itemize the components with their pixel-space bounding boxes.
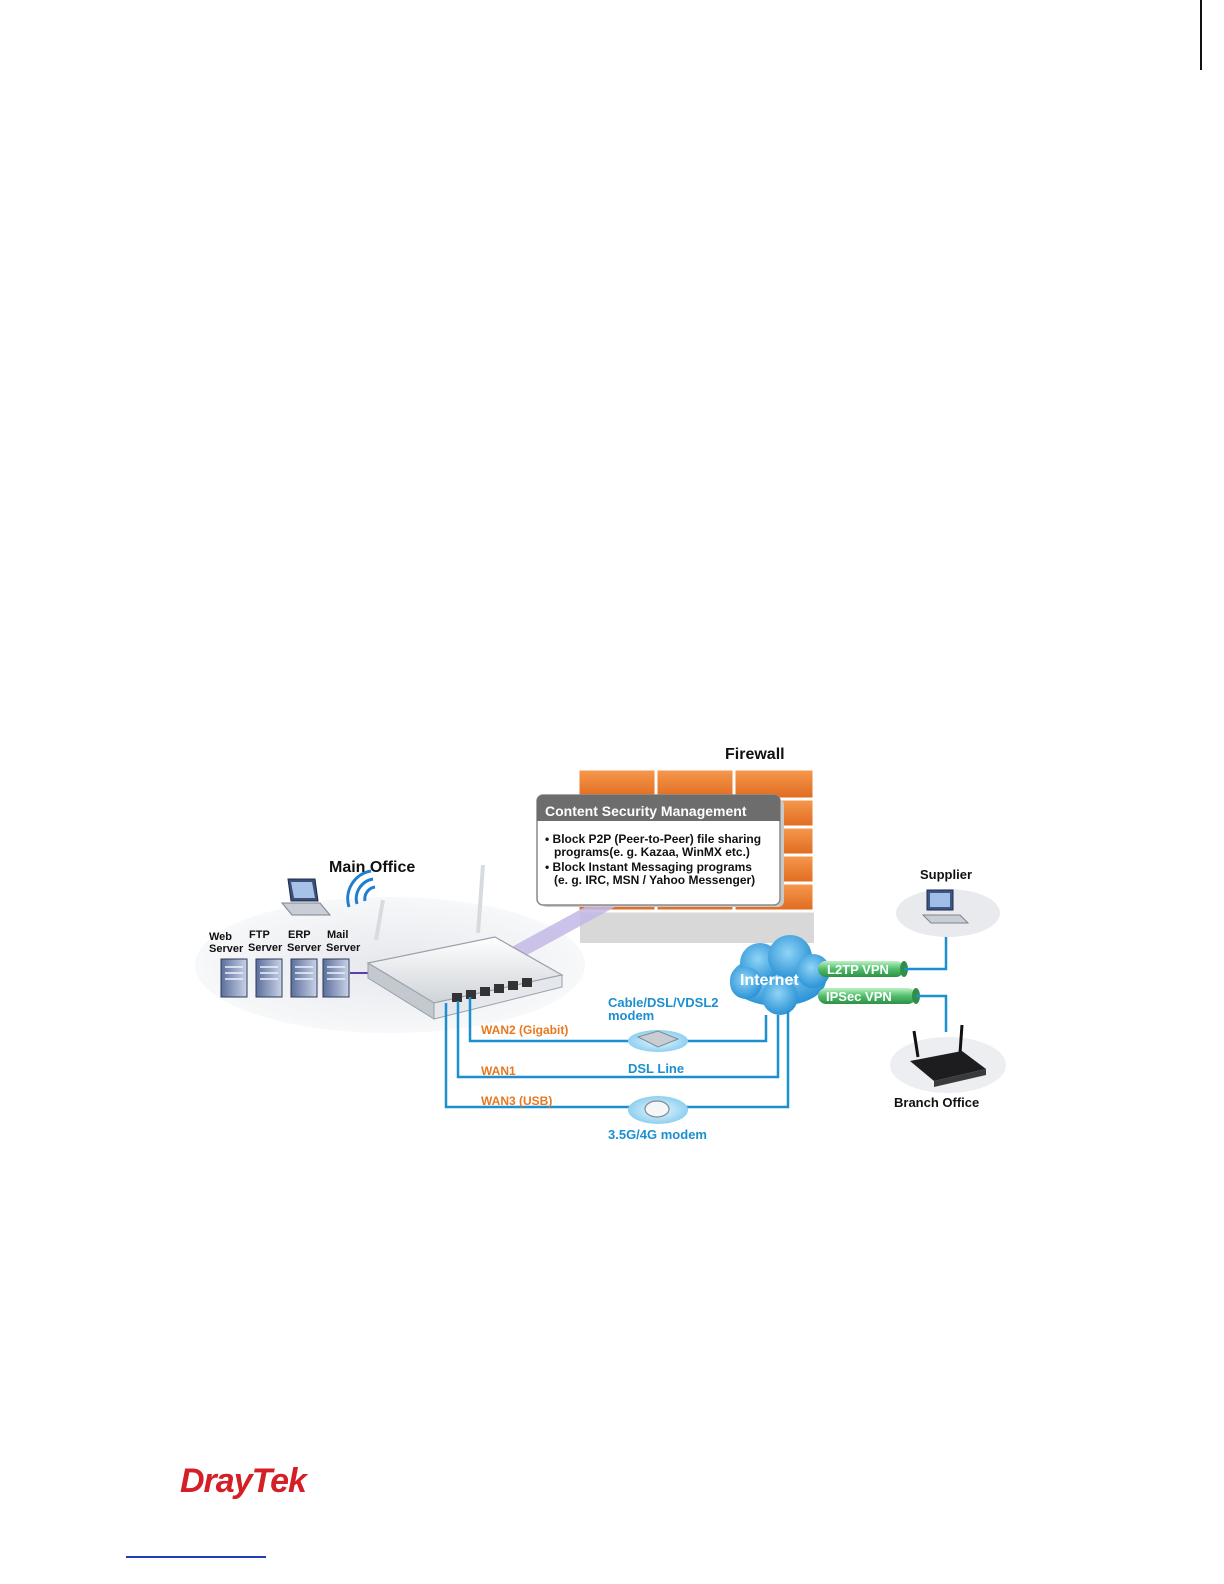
- branch-router-icon: [910, 1024, 986, 1087]
- csm-title: Content Security Management: [545, 803, 747, 819]
- wan1-label: WAN1: [481, 1064, 516, 1078]
- csm-bullet-2-line2: (e. g. IRC, MSN / Yahoo Messenger): [554, 873, 755, 887]
- mail-server-icon: [322, 958, 350, 998]
- ftp-server-icon: [255, 958, 283, 998]
- wan3-label: WAN3 (USB): [481, 1094, 552, 1108]
- cable-modem-icon: [628, 1030, 688, 1052]
- draytek-logo: DrayTek: [180, 1462, 307, 1500]
- wan1-link: [456, 1001, 780, 1079]
- csm-bullet-2: • Block Instant Messaging programs: [545, 860, 752, 874]
- supplier-link: [904, 935, 948, 971]
- wan2-link: [468, 997, 768, 1043]
- mail-server-label-2: Server: [326, 942, 361, 954]
- router-icon: [366, 864, 564, 1020]
- csm-bullet-2-line1: Block Instant Messaging programs: [553, 860, 753, 874]
- network-diagram-svg: Firewall Content Security Management • B…: [195, 746, 1006, 1142]
- web-server-label-2: Server: [209, 943, 244, 955]
- wan2-label: WAN2 (Gigabit): [481, 1023, 568, 1037]
- csm-bullet-1: • Block P2P (Peer-to-Peer) file sharing: [545, 832, 761, 846]
- internet-label: Internet: [740, 972, 799, 989]
- supplier-computer-icon: [921, 889, 970, 924]
- erp-server-label-1: ERP: [288, 929, 311, 941]
- web-server-label-1: Web: [209, 931, 232, 943]
- web-server-icon: [220, 958, 248, 998]
- ftp-server-label-1: FTP: [249, 929, 270, 941]
- dsl-line-label: DSL Line: [628, 1061, 684, 1076]
- branch-link: [916, 994, 948, 1032]
- mail-server-label-1: Mail: [327, 929, 348, 941]
- csm-box: [536, 794, 784, 907]
- branch-office-label: Branch Office: [894, 1095, 979, 1110]
- footer-rule: [126, 1556, 266, 1558]
- ipsec-vpn-label: IPSec VPN: [826, 989, 892, 1004]
- cable-modem-label-1: Cable/DSL/VDSL2: [608, 995, 719, 1010]
- mobile-modem-icon: [628, 1096, 688, 1124]
- network-diagram: Firewall Content Security Management • B…: [190, 735, 1030, 1155]
- laptop-icon: [280, 878, 332, 916]
- supplier-label: Supplier: [920, 867, 972, 882]
- csm-bullet-1-line1: Block P2P (Peer-to-Peer) file sharing: [553, 832, 762, 846]
- ftp-server-label-2: Server: [248, 942, 283, 954]
- wan3-link: [444, 1003, 790, 1109]
- page-edge-rule: [1200, 0, 1202, 70]
- firewall-label: Firewall: [725, 746, 785, 763]
- cable-modem-label-2: modem: [608, 1008, 654, 1023]
- csm-bullet-1-line2: programs(e. g. Kazaa, WinMX etc.): [554, 845, 750, 859]
- supplier-backdrop: [896, 889, 1000, 937]
- erp-server-label-2: Server: [287, 942, 322, 954]
- mobile-modem-label: 3.5G/4G modem: [608, 1127, 707, 1142]
- erp-server-icon: [290, 958, 318, 998]
- wifi-icon: [346, 869, 376, 908]
- server-rack-icons: [220, 958, 350, 998]
- wan-links: [444, 997, 790, 1109]
- main-office-label: Main Office: [329, 859, 415, 876]
- l2tp-vpn-label: L2TP VPN: [827, 962, 889, 977]
